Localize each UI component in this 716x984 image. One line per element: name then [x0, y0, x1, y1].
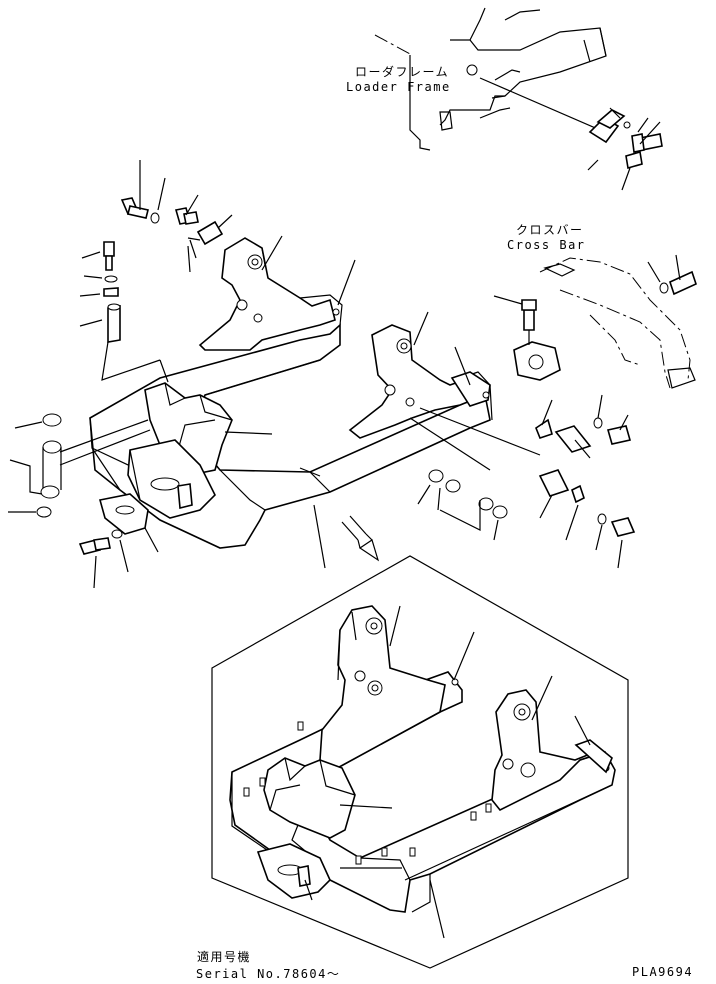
cross-bar-jp-label: クロスバー: [516, 223, 584, 237]
applicable-serial-jp-label: 適用号機: [197, 950, 252, 964]
cross-bar-bolt: [647, 254, 697, 296]
cross-bar-phantom: [539, 257, 696, 389]
drawing-code-label: PLA9694: [632, 965, 694, 979]
main-frame-exploded: [89, 237, 493, 549]
grease-nipple-bracket: [493, 295, 561, 381]
loader-frame-en-label: Loader Frame: [346, 80, 451, 94]
right-mid-fastener-parts: [224, 235, 636, 569]
assembled-view-inset: [211, 555, 629, 969]
loader-frame-phantom: [374, 7, 607, 151]
assembly-arrow: [341, 515, 380, 562]
top-right-pin-group: [479, 77, 663, 191]
serial-number-label: Serial No.78604～: [196, 967, 341, 981]
cross-bar-en-label: Cross Bar: [507, 238, 586, 252]
left-fastener-parts: [8, 160, 233, 589]
loader-frame-jp-label: ローダフレーム: [355, 65, 450, 79]
